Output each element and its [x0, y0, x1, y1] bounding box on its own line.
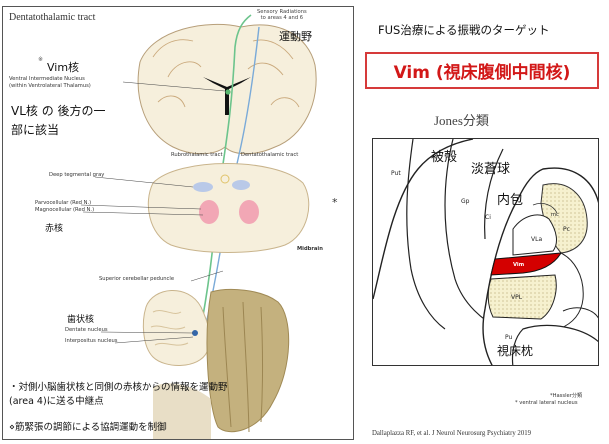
- relay-note-line2: (area 4)に送る中継点: [9, 397, 104, 407]
- vim-desc-line2: (within Ventrolateral Thalamus): [9, 84, 91, 90]
- dentatothalamic-tract-figure: Dentatothalamic tract Sensory Radiations…: [2, 6, 354, 440]
- jones-classification-label: Jones分類: [434, 110, 489, 129]
- sensory-radiations-label: Sensory Radiations to areas 4 and 6: [257, 10, 307, 21]
- vl-note-line1: VL核 の 後方の一: [11, 105, 106, 118]
- ci-label: Ci: [485, 215, 491, 222]
- magnocellular-label: Magnocellular (Red N.): [35, 208, 94, 214]
- interpositus-nucleus-label: Interpositus nucleus: [65, 339, 118, 345]
- rubrothalamic-tract-label: Rubrothalamic tract: [171, 153, 223, 159]
- globus-pallidus-jp-label: 淡蒼球: [471, 163, 510, 177]
- relay-note-line1: ・対側小脳歯状核と同側の赤核からの情報を運動野: [9, 383, 228, 393]
- mc-label: mc: [551, 213, 559, 219]
- cerebellum-section: [143, 289, 288, 440]
- thalamus-diagram: 被殻 淡蒼球 内包 Put Gp Ci mc Pc VLa Vim VPL Pu…: [372, 138, 599, 366]
- pulvinar-jp-label: 視床枕: [497, 345, 533, 358]
- vim-banner: Vim (視床腹側中間核): [365, 52, 599, 89]
- putamen-jp-label: 被殻: [431, 151, 457, 165]
- put-label: Put: [391, 171, 401, 178]
- vim-label: Vim: [513, 263, 524, 269]
- side-asterisk: *: [332, 196, 338, 209]
- vla-label: VLa: [531, 237, 542, 244]
- motor-area-label: 運動野: [279, 31, 312, 43]
- pu-label: Pu: [505, 335, 512, 342]
- red-nucleus-right: [239, 200, 259, 224]
- figure-title: Dentatothalamic tract: [9, 12, 95, 23]
- parvocellular-label: Parvocellular (Red N.): [35, 201, 91, 207]
- internal-capsule-jp-label: 内包: [497, 194, 523, 208]
- dentate-nucleus-jp-label: 歯状核: [67, 316, 94, 326]
- asterisk-mark: ※: [38, 57, 43, 64]
- gp-label: Gp: [461, 199, 469, 206]
- citation: Dallaplazza RF, et al. J Neurol Neurosur…: [372, 430, 531, 437]
- dentate-nucleus-label: Dentate nucleus: [65, 328, 108, 334]
- red-nucleus-jp-label: 赤核: [45, 225, 63, 235]
- red-nucleus-left: [199, 200, 219, 224]
- superior-cerebellar-peduncle-label: Superior cerebellar peduncle: [99, 277, 174, 283]
- fus-target-title: FUS治療による振戦のターゲット: [378, 22, 550, 38]
- vpl-nucleus: [488, 275, 556, 319]
- pc-label: Pc: [563, 227, 570, 234]
- vim-banner-text: Vim (視床腹側中間核): [394, 58, 571, 83]
- vl-note-line2: 部に該当: [11, 124, 59, 137]
- coordination-note: ⋄筋緊張の調節による協調運動を制御: [9, 423, 167, 433]
- footnote-ventral-lateral: * ventral lateral nucleus: [515, 400, 578, 406]
- midbrain-label: Midbrain: [297, 247, 323, 253]
- vpl-label: VPL: [511, 295, 522, 302]
- footnote-hassler: *Hassler分類: [550, 392, 582, 399]
- vim-desc-line1: Ventral Intermediate Nucleus: [9, 77, 85, 83]
- vim-nucleus-label: Vim核: [47, 62, 79, 74]
- deep-tegmental-gray-label: Deep tegmental gray: [49, 173, 104, 179]
- dentatothalamic-tract-label: Dentatothalamic tract: [241, 153, 298, 159]
